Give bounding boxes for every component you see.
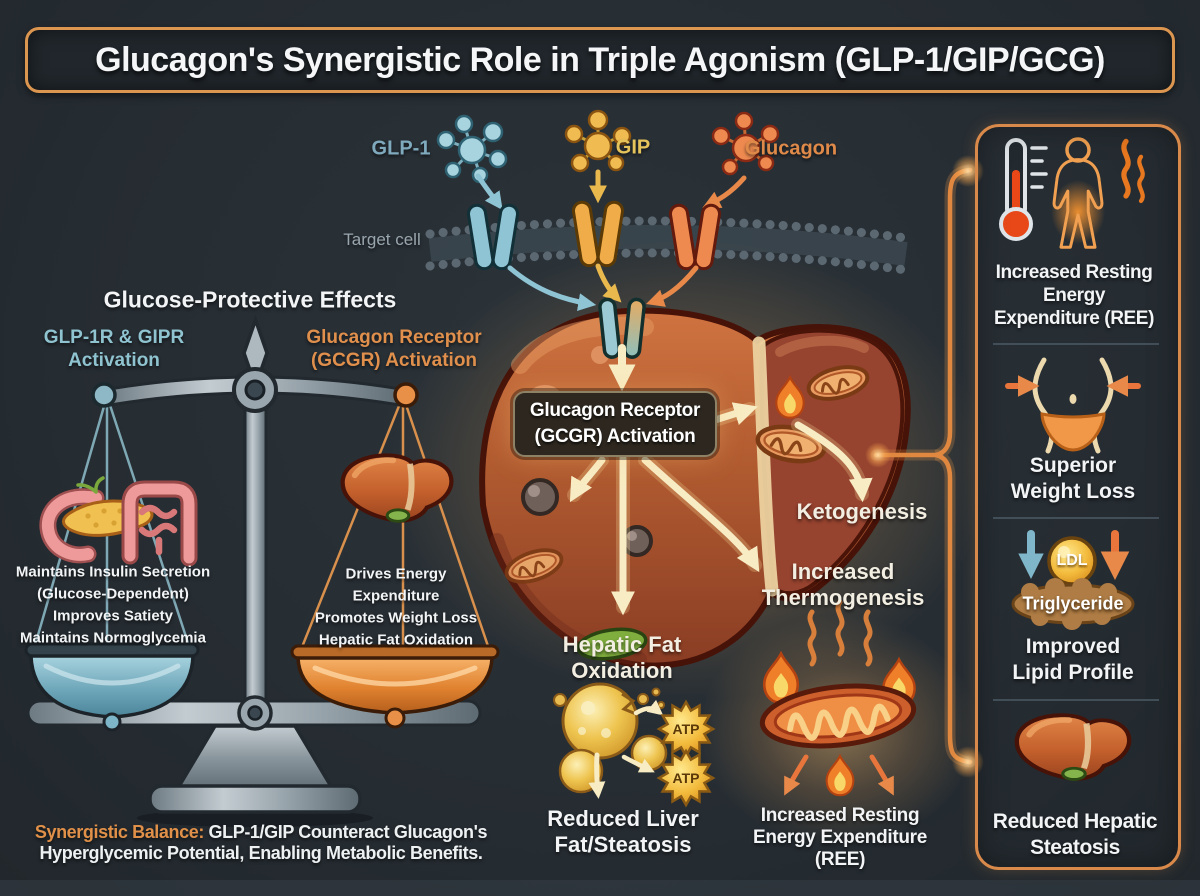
target-cell-label: Target cell — [343, 230, 421, 249]
right-pan-text-2: Expenditure — [352, 587, 440, 605]
right-pan-text-3: Promotes Weight Loss — [314, 609, 478, 627]
footer-line2: Hyperglycemic Potential, Enabling Metabo… — [39, 843, 483, 863]
gcgr-box-line1: Glucagon Receptor — [529, 400, 701, 421]
atp-label-1: ATP — [672, 721, 700, 737]
left-pan-text-1: Maintains Insulin Secretion — [15, 563, 211, 581]
triglyceride-label: Triglyceride — [1022, 593, 1124, 614]
right-pan-text-4: Hepatic Fat Oxidation — [318, 631, 474, 649]
lipid-icons — [1011, 530, 1135, 630]
sidebar-lipid-line2: Lipid Profile — [1012, 661, 1134, 684]
gcgr-title-line1: Glucagon Receptor — [306, 327, 482, 348]
glucagon-receptor — [668, 203, 722, 271]
left-pan-text-4: Maintains Normoglycemia — [20, 629, 206, 647]
glp1-receptor — [466, 203, 520, 271]
waist-icon — [1005, 357, 1141, 454]
atp-arrows — [588, 699, 664, 799]
gcgr-title-line2: (GCGR) Activation — [310, 350, 478, 371]
center-ree-line2: Energy Expenditure — [752, 827, 928, 848]
center-ree-line3: (REE) — [814, 849, 866, 870]
footer-rest: GLP-1/GIP Counteract Glucagon's — [203, 822, 488, 842]
sidebar-weight-line2: Weight Loss — [1010, 480, 1136, 503]
ldl-label: LDL — [1056, 552, 1088, 569]
sidebar-divider — [993, 699, 1159, 701]
gcgr-activation-box: Glucagon Receptor (GCGR) Activation — [513, 391, 717, 457]
glp1-molecule — [436, 114, 508, 184]
intestine-icon — [121, 480, 198, 567]
beam-end-orange — [393, 382, 419, 408]
title-banner: Glucagon's Synergistic Role in Triple Ag… — [25, 27, 1175, 93]
ketogenesis-label: Ketogenesis — [796, 499, 928, 524]
bottom-band — [0, 880, 1200, 896]
thermogenesis-line1: Increased — [791, 559, 895, 584]
body-heat-icon — [1051, 137, 1143, 249]
triglyceride-blob — [1011, 578, 1135, 630]
thermogenesis-line2: Thermogenesis — [761, 585, 925, 610]
glucagon-label: Glucagon — [744, 137, 838, 160]
liver-surface-receptor — [598, 297, 646, 359]
sidebar-lipid-line1: Improved — [1025, 635, 1121, 658]
left-pan-text-2: (Glucose-Dependent) — [37, 585, 189, 603]
right-pan-text-1: Drives Energy — [345, 565, 447, 583]
left-pan-blue — [24, 642, 200, 732]
sidebar-divider — [993, 517, 1159, 519]
fat-droplets — [553, 682, 668, 794]
gallbladder-icon — [576, 627, 648, 661]
sidebar-ree-line1: Increased Resting — [995, 262, 1153, 283]
hepatic-fat-oxidation-line2: Oxidation — [571, 658, 673, 683]
convergence-arrows — [507, 263, 699, 311]
gip-molecule — [564, 109, 632, 173]
ligand-arrows — [475, 169, 747, 211]
hepatic-fat-oxidation-line1: Hepatic Fat — [562, 632, 682, 657]
reduced-liver-fat-line1: Reduced Liver — [547, 806, 699, 831]
reduced-liver-fat-line2: Fat/Steatosis — [554, 832, 692, 857]
sidebar-weight-line1: Superior — [1029, 454, 1117, 477]
right-pan-strings — [298, 395, 492, 653]
pathway-arrows — [567, 402, 873, 616]
glucagon-molecule — [711, 111, 780, 176]
sidebar-ree-line3: Expenditure (REE) — [994, 308, 1154, 329]
glp1r-gipr-title-line1: GLP-1R & GIPR — [43, 327, 185, 348]
center-ree-line1: Increased Resting — [760, 805, 920, 826]
synergistic-balance-note: Synergistic Balance: GLP-1/GIP Counterac… — [34, 822, 488, 864]
page-title: Glucagon's Synergistic Role in Triple Ag… — [95, 40, 1105, 79]
gip-receptor — [571, 200, 625, 268]
gcgr-box-line2: (GCGR) Activation — [534, 426, 696, 447]
sidebar-divider — [993, 343, 1159, 345]
beam-end-blue — [91, 382, 117, 408]
sidebar-steatosis-line2: Steatosis — [1030, 836, 1120, 859]
burning-mitochondria — [759, 602, 917, 797]
glp1-label: GLP-1 — [371, 137, 431, 160]
glp1r-gipr-title-line2: Activation — [68, 350, 160, 371]
glucose-protective-heading: Glucose-Protective Effects — [103, 286, 397, 313]
thermometer-icon — [999, 138, 1048, 241]
gip-label: GIP — [615, 136, 651, 159]
right-pan-orange — [290, 644, 500, 729]
outcome-brace — [865, 155, 984, 778]
atp-label-2: ATP — [672, 770, 700, 786]
balance-scale — [24, 314, 500, 827]
footer-bold: Synergistic Balance: — [34, 822, 204, 842]
sidebar-steatosis-line1: Reduced Hepatic — [992, 810, 1158, 833]
sidebar-ree-line2: Energy — [1042, 285, 1106, 306]
outcomes-sidebar — [975, 124, 1181, 870]
left-pan-text-3: Improves Satiety — [52, 607, 174, 625]
